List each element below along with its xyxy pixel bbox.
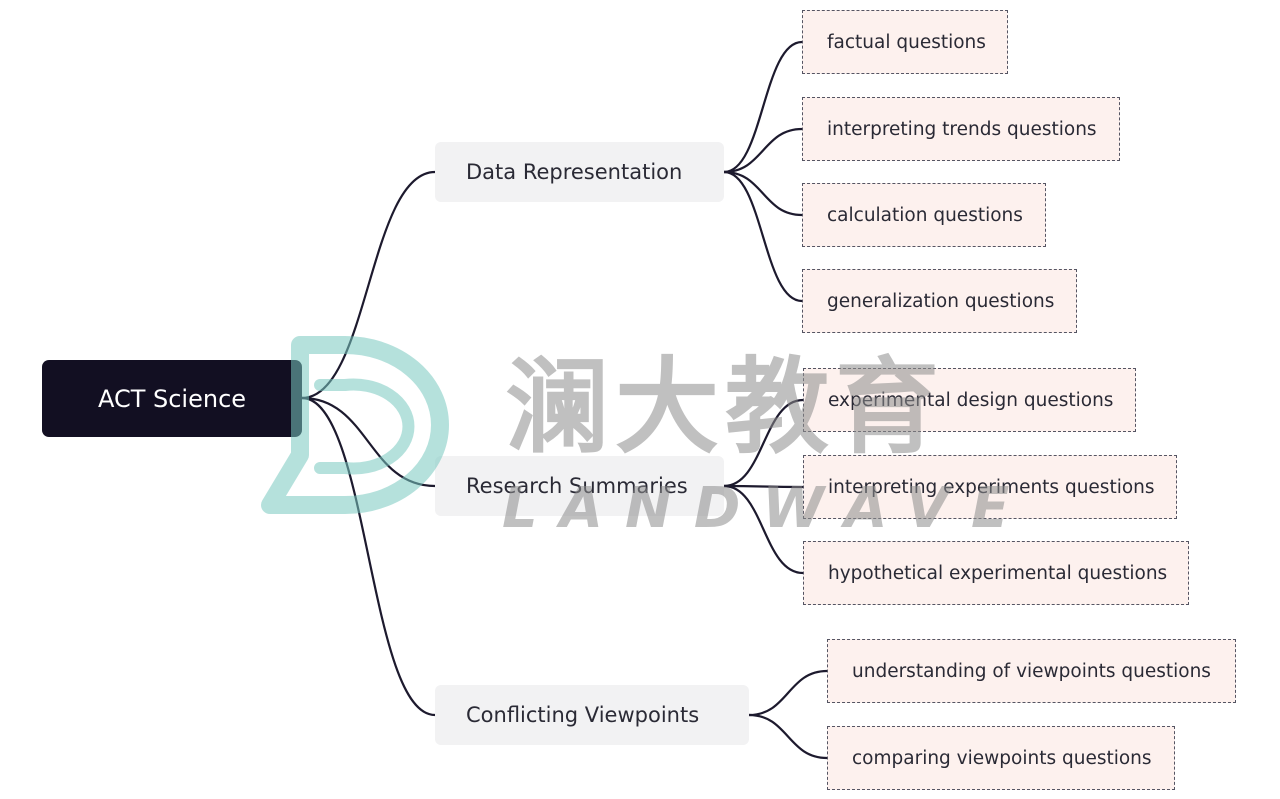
connector-root-to-branch-2 xyxy=(300,396,437,717)
leaf-experimental-design-questions[interactable]: experimental design questions xyxy=(803,368,1136,432)
connector-root-to-branch-1 xyxy=(300,396,437,488)
leaf-comparing-viewpoints-questions[interactable]: comparing viewpoints questions xyxy=(827,726,1175,790)
connector-branch0-leaf-0 xyxy=(722,40,804,174)
leaf-label: interpreting experiments questions xyxy=(828,476,1155,498)
branch-data-representation[interactable]: Data Representation xyxy=(435,142,724,202)
leaf-label: experimental design questions xyxy=(828,389,1114,411)
branch-research-summaries[interactable]: Research Summaries xyxy=(435,456,724,516)
leaf-label: interpreting trends questions xyxy=(827,118,1097,140)
connector-branch1-leaf-1 xyxy=(722,484,805,489)
branch-label: Research Summaries xyxy=(466,474,688,498)
connector-root-to-branch-0 xyxy=(300,170,437,400)
leaf-label: understanding of viewpoints questions xyxy=(852,660,1211,682)
connector-branch2-leaf-1 xyxy=(747,713,829,760)
connector-branch0-leaf-2 xyxy=(722,170,804,217)
connector-branch0-leaf-3 xyxy=(722,170,804,303)
connector-branch2-leaf-0 xyxy=(747,669,829,717)
leaf-label: comparing viewpoints questions xyxy=(852,747,1152,769)
leaf-hypothetical-experimental-questions[interactable]: hypothetical experimental questions xyxy=(803,541,1189,605)
leaf-label: hypothetical experimental questions xyxy=(828,562,1168,584)
leaf-interpreting-trends-questions[interactable]: interpreting trends questions xyxy=(802,97,1120,161)
leaf-generalization-questions[interactable]: generalization questions xyxy=(802,269,1077,333)
root-node[interactable]: ACT Science xyxy=(42,360,302,437)
connector-branch0-leaf-1 xyxy=(722,127,804,174)
leaf-factual-questions[interactable]: factual questions xyxy=(802,10,1008,74)
branch-label: Data Representation xyxy=(466,160,683,184)
connector-branch1-leaf-0 xyxy=(722,398,805,488)
root-node-label: ACT Science xyxy=(97,384,247,413)
leaf-interpreting-experiments-questions[interactable]: interpreting experiments questions xyxy=(803,455,1177,519)
leaf-label: factual questions xyxy=(827,31,986,53)
leaf-label: generalization questions xyxy=(827,290,1055,312)
branch-conflicting-viewpoints[interactable]: Conflicting Viewpoints xyxy=(435,685,749,745)
leaf-understanding-of-viewpoints-questions[interactable]: understanding of viewpoints questions xyxy=(827,639,1236,703)
leaf-label: calculation questions xyxy=(827,204,1023,226)
leaf-calculation-questions[interactable]: calculation questions xyxy=(802,183,1046,247)
connector-branch1-leaf-2 xyxy=(722,484,805,575)
branch-label: Conflicting Viewpoints xyxy=(466,703,700,727)
